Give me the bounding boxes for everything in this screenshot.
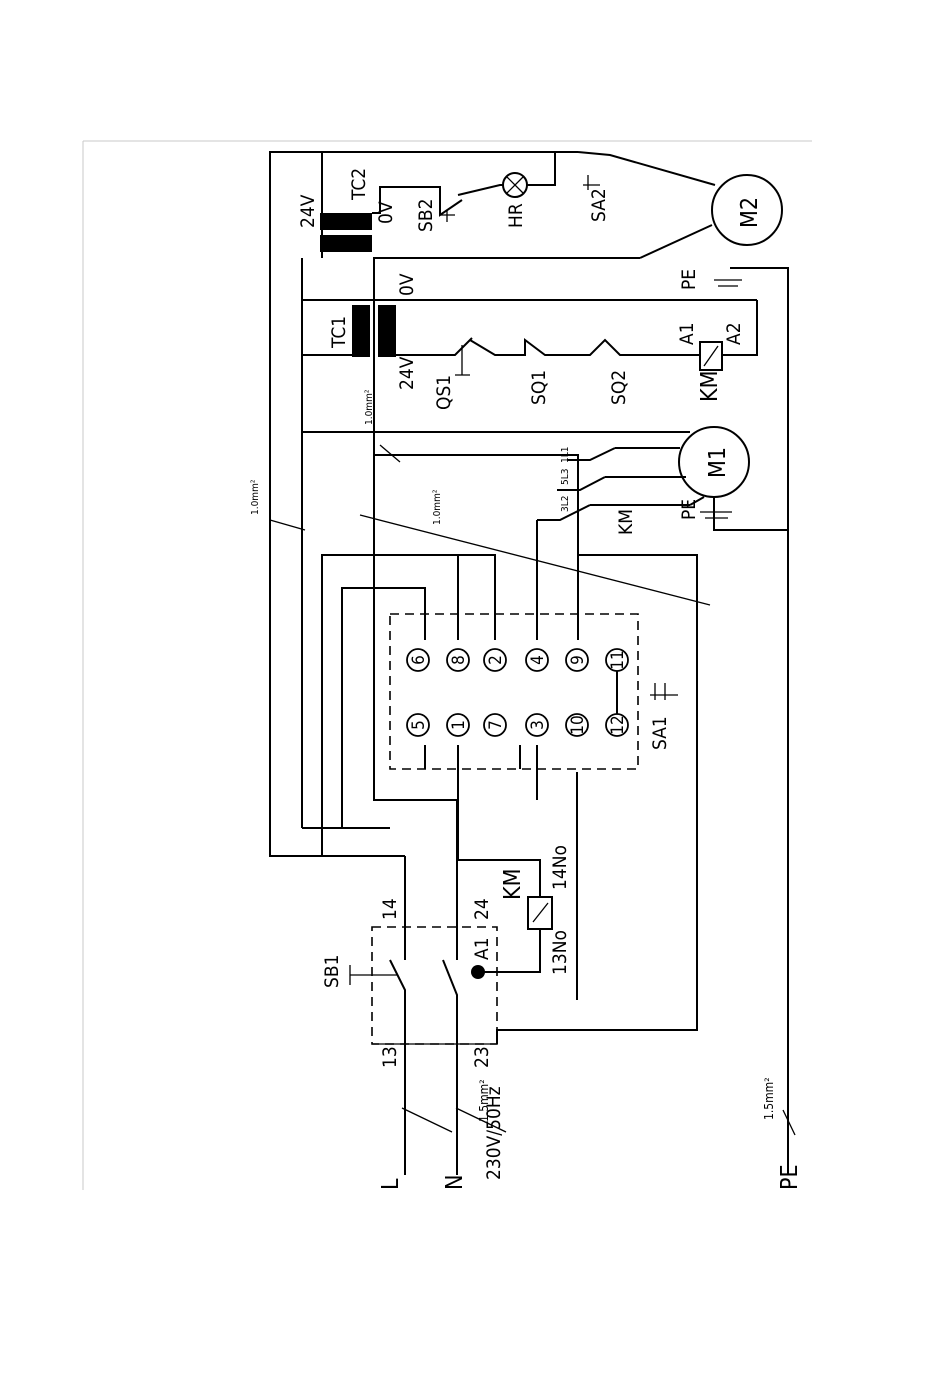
km-relay-label: KM [500, 869, 526, 900]
tc2-label: TC2 [348, 168, 370, 201]
m1-label: M1 [705, 447, 731, 478]
m1-pe-label: PE [678, 499, 700, 520]
km-a2-coil-label: A2 [723, 322, 745, 345]
sb1-terminal-13: 13 [379, 1046, 401, 1068]
sa2-label: SA2 [588, 188, 610, 222]
tc1-primary-label: 24V [396, 356, 418, 390]
m2-label: M2 [737, 197, 763, 228]
sb1-label: SB1 [321, 955, 343, 988]
m1-phase-3-label: 1L1 [560, 447, 571, 463]
sb2-label: SB2 [415, 199, 437, 232]
km-contact-14-label: 14No [549, 845, 571, 890]
m1-motor [537, 427, 788, 530]
sa1-switch [390, 520, 678, 860]
cable-size-label-3: 1.0mm² [432, 489, 443, 525]
cable-size-label-2: 1.0mm² [364, 389, 375, 425]
m1-phase-1-label: 3L2 [560, 496, 571, 512]
qs1-label: QS1 [433, 375, 455, 410]
sa1-terminal-label: 6 [409, 655, 429, 665]
sq1-label: SQ1 [528, 370, 550, 405]
line-label: L [378, 1178, 404, 1190]
cable-size-label-1: 1.0mm² [250, 479, 261, 515]
tc2-secondary-label: 0V [375, 201, 397, 224]
tc1-label: TC1 [328, 316, 350, 349]
sa1-terminal-label: 1 [449, 720, 469, 730]
sb1-terminal-23: 23 [471, 1046, 493, 1068]
m1-km-label: KM [615, 509, 637, 535]
km-coil-label: KM [697, 371, 723, 402]
tc1-secondary-label: 0V [396, 273, 418, 296]
sa1-terminal-label: 9 [568, 655, 588, 665]
pe-supply-label: PE [777, 1164, 803, 1190]
control-circuit [455, 280, 757, 375]
sb1-terminal-24: 24 [471, 898, 493, 920]
sa1-terminal-label: 8 [449, 655, 469, 665]
sa1-terminal-label: 12 [608, 715, 628, 734]
sa1-terminal-label: 5 [409, 720, 429, 730]
hr-label: HR [505, 203, 527, 228]
tc2-primary-label: 24V [297, 194, 319, 228]
sq2-label: SQ2 [608, 370, 630, 405]
neutral-label: N [442, 1175, 468, 1190]
sa1-terminals: 5 1 7 3 10 12 6 8 2 4 9 11 [407, 649, 628, 736]
m1-phase-2-label: 5L3 [560, 469, 571, 485]
sa1-terminal-label: 2 [486, 655, 506, 665]
sb1-terminal-14: 14 [379, 898, 401, 920]
pe-cable-size-label: 1.5mm² [762, 1077, 776, 1120]
sa1-label: SA1 [649, 716, 671, 750]
km-a1-label: A1 [471, 937, 493, 960]
sa1-terminal-label: 3 [528, 720, 548, 730]
sa1-terminal-label: 11 [608, 650, 628, 669]
sa1-terminal-label: 4 [528, 655, 548, 665]
control-pe-label: PE [678, 269, 700, 290]
km-a1-coil-label: A1 [676, 322, 698, 345]
supply-cable-size-label: 1.5mm² [477, 1079, 491, 1122]
sa1-terminal-label: 10 [568, 715, 588, 734]
sa1-terminal-label: 7 [486, 720, 506, 730]
km-terminal-dot [471, 965, 485, 979]
km-contact-13-label: 13No [549, 930, 571, 975]
